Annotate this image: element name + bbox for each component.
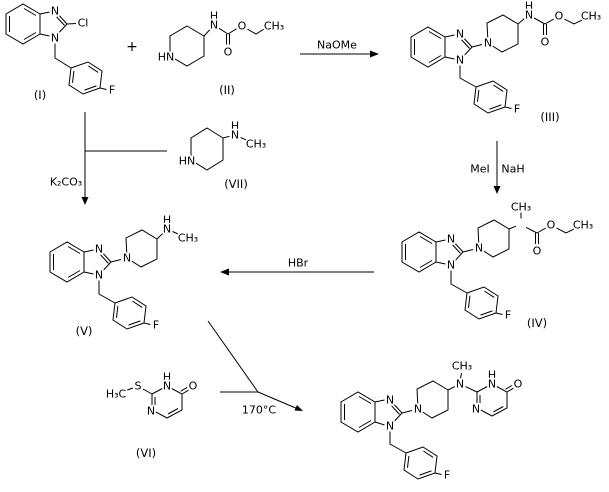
atom-h3c-label: H₃C [106,388,127,401]
compound-IV: N N N CH₃ O O CH₃ F (IV) [401,199,595,332]
atom-o-label: O [514,378,523,391]
arrowhead [81,197,89,205]
compound-VII: HN H N CH₃ (VII) [177,118,268,193]
atom-o-label: O [238,20,247,33]
atom-n-label: N [456,378,464,391]
compound-II: HN H N O O CH₃ (II) [156,8,286,99]
bond [340,372,514,480]
atom-n-label: N [95,243,103,256]
atom-n-label: N [472,403,480,416]
bond [410,14,585,114]
atom-ch3-label: CH₃ [264,20,284,33]
arrow-line [84,112,167,198]
arrow-step3-hbr: HBr [220,255,374,276]
atom-f-label: F [109,84,115,97]
atom-n-label: N [231,129,239,142]
arrowhead [370,50,379,58]
arrowhead [493,186,501,194]
atom-hn-label: HN [179,155,196,168]
compound-V: N N N H N CH₃ F (V) [49,212,200,340]
bond [169,25,266,67]
atom-n-label: N [447,259,455,272]
arrowhead [294,405,303,411]
atom-n-label: N [484,37,492,50]
atom-n-label: N [386,420,394,433]
atom-n-label: N [525,9,533,22]
atom-n-label: N [163,223,171,236]
atom-o-label: O [541,36,550,49]
arrow-step2-mei-nah: MeI NaH [468,141,526,194]
arrow-step1-naome: NaOMe [300,37,379,58]
atom-ch3-label: CH₃ [246,138,266,151]
atom-h-label: H [231,120,239,133]
atom-ch3-label: CH₃ [573,219,593,232]
atom-f-label: F [505,309,511,322]
compound-I: N N Cl F (I) [5,3,117,104]
atom-o-label: O [555,10,564,23]
atom-n-label: N [456,54,464,67]
bond [125,385,189,419]
arrow-step5-170c: 170°C [207,320,303,418]
atom-h-label: H [210,10,218,23]
atom-n-label: N [210,19,218,32]
bond [49,229,181,330]
compound-ii-label: (II) [219,83,235,97]
compound-vi-label: (VI) [136,446,156,460]
atom-n-label: N [475,242,483,255]
atom-o-label: O [224,46,233,59]
reagent-k2co3-label: K₂CO₃ [50,176,82,189]
reagent-naome-label: NaOMe [317,39,357,52]
atom-n-label: N [414,403,422,416]
bond [190,127,249,171]
atom-ch3-label: CH₃ [511,201,531,214]
atom-n-label: N [163,380,171,393]
atom-n-label: N [51,5,59,18]
atom-n-label: N [488,378,496,391]
compound-v-label: (V) [76,324,93,338]
atom-f-label: F [514,103,520,116]
atom-h-label: H [488,369,496,382]
atom-ch3-label: CH₃ [581,10,601,23]
atom-ch3-label: CH₃ [178,232,198,245]
arrowhead [220,268,229,276]
plus-operator: + [126,39,138,55]
atom-n-label: N [456,28,464,41]
reagent-hbr-label: HBr [288,257,309,270]
atom-o-label: O [533,245,542,258]
atom-h-label: H [525,0,533,13]
compound-iv-label: (IV) [527,316,547,330]
reagent-mei-label: MeI [470,163,490,176]
atom-cl-label: Cl [78,17,89,30]
reagent-nah-label: NaH [501,163,524,176]
atom-n-label: N [147,405,155,418]
compound-VI: H N O N S H₃C (VI) [104,369,199,462]
compound-III: N N N H N O O CH₃ F (III) [410,0,603,126]
atom-n-label: N [95,269,103,282]
atom-f-label: F [153,319,159,332]
atom-n-label: N [386,394,394,407]
compound-vii-label: (VII) [224,177,248,191]
atom-h-label: H [163,371,171,384]
reagent-temp-label: 170°C [242,404,276,417]
atom-n-label: N [51,32,59,45]
atom-n-label: N [447,233,455,246]
atom-h-label: H [163,214,171,227]
final-product: N N N CH₃ N H N O N F [340,358,524,483]
atom-s-label: S [135,380,142,393]
atom-ch3-label: CH₃ [452,360,472,373]
compound-i-label: (I) [34,88,46,102]
atom-f-label: F [444,469,450,482]
bond [401,212,577,320]
atom-hn-label: HN [158,51,175,64]
arrow-line [207,320,299,410]
bond [5,3,107,95]
compound-iii-label: (III) [540,110,559,124]
arrow-step4-k2co3: K₂CO₃ [48,112,167,205]
atom-n-label: N [123,252,131,265]
atom-o-label: O [189,380,198,393]
atom-o-label: O [547,219,556,232]
